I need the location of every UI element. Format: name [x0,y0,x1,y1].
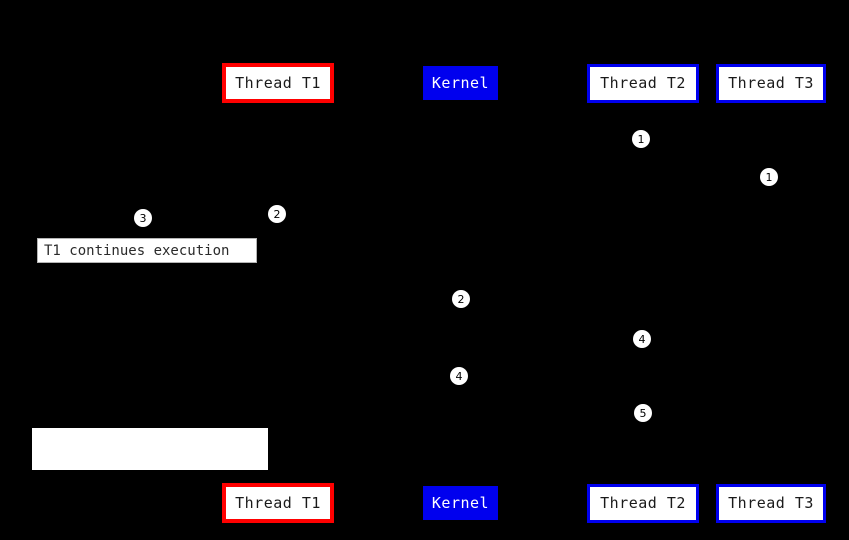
marker-t3-1: 1 [760,168,778,186]
participant-t3b: Thread T3 [716,484,826,523]
participant-t2: Thread T2 [587,64,699,103]
msg-2 [278,214,460,215]
participant-t3: Thread T3 [716,64,826,103]
activation-t2-mid [638,322,648,432]
marker-t2-1: 1 [632,130,650,148]
participant-label-kernel: Kernel [431,73,490,92]
msg-1 [643,139,771,140]
marker-kernel-4: 4 [450,367,468,385]
participant-kernel: Kernel [423,66,498,100]
participant-label-kernelb: Kernel [431,493,490,512]
participant-label-t2: Thread T2 [600,74,686,92]
participant-label-t2b: Thread T2 [600,494,686,512]
activation-kernel-mid [456,282,466,392]
participant-label-t1b: Thread T1 [235,493,321,512]
marker-t2-5: 5 [634,404,652,422]
marker-t1-2: 2 [268,205,286,223]
lifeline-t1 [278,103,279,483]
participant-label-t3b: Thread T3 [728,494,814,512]
msg-4 [460,376,643,377]
participant-t2b: Thread T2 [587,484,699,523]
msg-5 [643,413,771,414]
lifeline-t3 [771,103,772,484]
participant-t1: Thread T1 [222,63,334,103]
note-t1-continues: T1 continues execution [37,238,257,263]
note-t1-continues-text: T1 continues execution [44,242,230,259]
activation-t2-top [638,120,648,180]
activation-t3-top [766,158,776,218]
lifeline-t2 [643,103,644,484]
participant-t1b: Thread T1 [222,483,334,523]
msg-3 [460,299,643,300]
marker-t2-4: 4 [633,330,651,348]
note-blank [32,428,268,470]
participant-kernelb: Kernel [423,486,498,520]
marker-kernel-2: 2 [452,290,470,308]
participant-label-t3: Thread T3 [728,74,814,92]
participant-label-t1: Thread T1 [235,73,321,92]
marker-t1-3: 3 [134,209,152,227]
